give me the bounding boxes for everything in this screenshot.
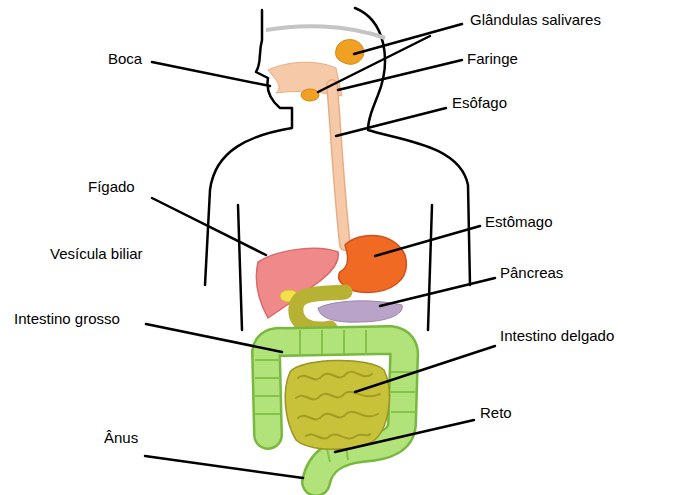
part-label: Faringe [467,50,518,68]
esophagus-fill [332,85,345,245]
body-outline [205,8,470,330]
part-label: Vesícula biliar [50,245,143,263]
small-intestine [285,360,389,449]
part-label: Glândulas salivares [470,11,601,29]
head-cavity [266,26,385,38]
salivary-gland [301,89,319,101]
small-intestine-coils [296,372,380,439]
large-intestine-fill [266,340,404,482]
intestine-folds [255,330,416,462]
part-label: Intestino grosso [14,310,120,328]
stomach [339,235,407,292]
part-label: Esôfago [452,94,507,112]
part-label: Fígado [88,178,135,196]
part-label: Estômago [485,213,553,231]
leader-lines [145,24,495,478]
part-label: Ânus [104,429,138,447]
part-label: Pâncreas [500,264,563,282]
large-intestine [266,340,404,482]
part-label: Reto [480,404,512,422]
esophagus [332,85,345,245]
part-label: Intestino delgado [500,327,614,345]
part-label: Boca [108,50,142,68]
